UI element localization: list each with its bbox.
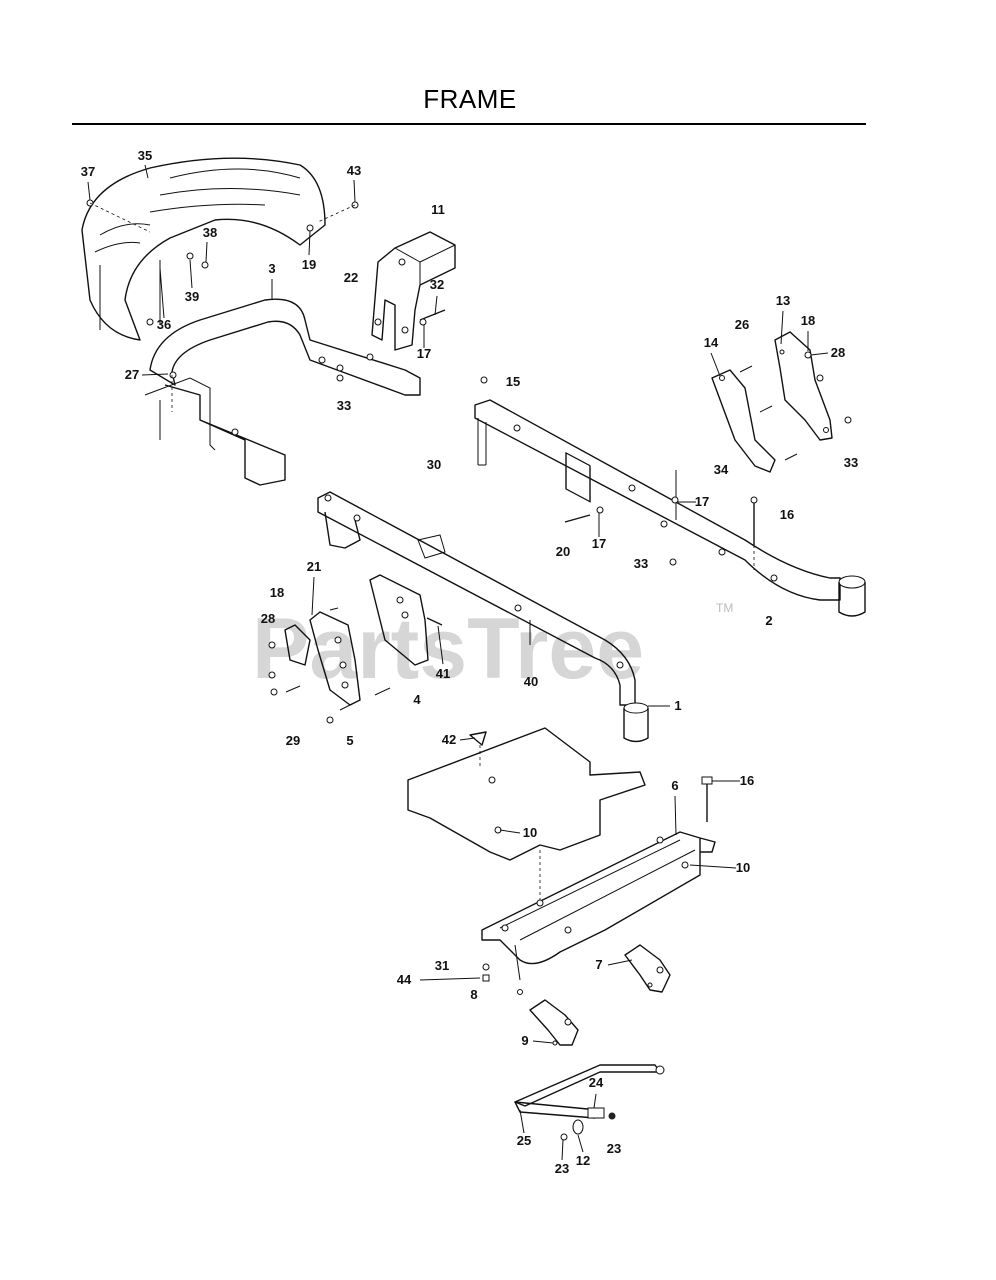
part-13-14-side-plates [711,331,852,473]
callout-c8: 8 [470,987,477,1002]
callout-c42: 42 [442,732,456,747]
part-31-8-hardware [482,963,490,982]
callout-c18b: 18 [270,585,284,600]
callout-c24: 24 [589,1075,604,1090]
watermark-trademark: TM [716,601,733,615]
callout-c37: 37 [81,164,95,179]
callout-c33c: 33 [634,556,648,571]
part-2-main-frame-right [474,376,866,617]
watermark-text: PartsTree [252,601,644,697]
callout-c26: 26 [735,317,749,332]
callout-c18a: 18 [801,313,815,328]
part-11-bracket [371,231,456,351]
callout-c29: 29 [286,733,300,748]
callout-c16b: 16 [740,773,754,788]
callout-c35: 35 [138,148,152,163]
callout-c15: 15 [506,374,520,389]
callout-c2: 2 [765,613,772,628]
callout-c33a: 33 [337,398,351,413]
page-title: FRAME [423,84,517,114]
callout-c39: 39 [185,289,199,304]
callout-c33b: 33 [844,455,858,470]
callout-c7: 7 [595,957,602,972]
callout-c22: 22 [344,270,358,285]
callout-c6: 6 [671,778,678,793]
callout-c31: 31 [435,958,449,973]
callout-c32: 32 [430,277,444,292]
part-40-main-frame-left [317,491,649,743]
callout-c28b: 28 [261,611,275,626]
part-9-bracket [529,999,579,1046]
callout-c34: 34 [714,462,729,477]
callout-c10b: 10 [736,860,750,875]
part-7-bracket [624,944,671,993]
part-25-linkage [514,1064,665,1141]
callout-c43: 43 [347,163,361,178]
callout-c36: 36 [157,317,171,332]
callout-c23b: 23 [555,1161,569,1176]
callout-c41: 41 [436,666,450,681]
callout-c1: 1 [674,698,681,713]
callout-c23a: 23 [607,1141,621,1156]
part-3-rear-frame [144,298,421,486]
callout-c17b: 17 [695,494,709,509]
callout-c21: 21 [307,559,321,574]
callout-c30: 30 [427,457,441,472]
callout-c10a: 10 [523,825,537,840]
callout-c4: 4 [413,692,421,707]
callout-c44: 44 [397,972,412,987]
callout-c11: 11 [431,202,445,217]
callout-c27: 27 [125,367,139,382]
part-35-fender [81,157,359,341]
callout-c25: 25 [517,1133,531,1148]
leader-lines [87,164,829,1161]
callout-c17a: 17 [417,346,431,361]
part-floor-plate [407,727,646,861]
callout-c38: 38 [203,225,217,240]
callout-c19: 19 [302,257,316,272]
title-underline [72,123,866,125]
part-4-5-side-plates [268,574,443,724]
callout-c12: 12 [576,1153,590,1168]
callout-c14: 14 [704,335,719,350]
callout-c9: 9 [521,1033,528,1048]
part-6-crossmember [481,776,716,995]
callout-c13: 13 [776,293,790,308]
callout-c5: 5 [346,733,353,748]
callout-c17c: 17 [592,536,606,551]
callout-c28a: 28 [831,345,845,360]
callout-c16a: 16 [780,507,794,522]
callout-c40: 40 [524,674,538,689]
part-32-bolt [419,309,446,326]
callout-c3: 3 [268,261,275,276]
callout-c20: 20 [556,544,570,559]
